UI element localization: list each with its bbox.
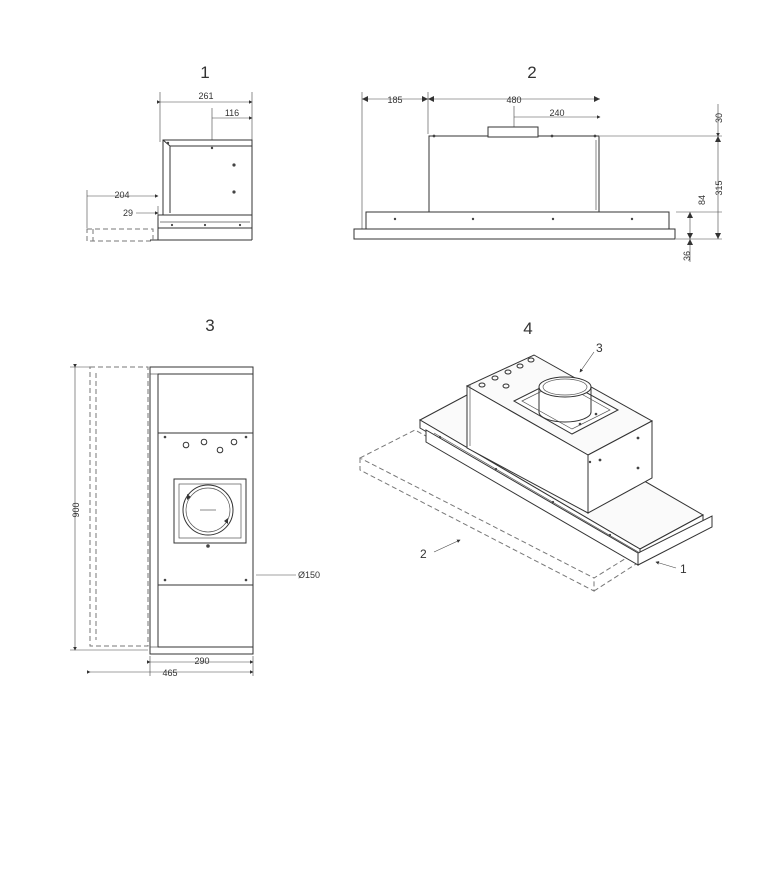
dim-30: 30 bbox=[714, 113, 724, 123]
view-2: 2 185 480 240 bbox=[353, 63, 724, 262]
view-2-title: 2 bbox=[527, 63, 536, 82]
dim-465: 465 bbox=[162, 668, 177, 678]
view-3-duct-circle bbox=[182, 484, 234, 536]
view-2-duct-collar bbox=[487, 126, 539, 138]
view-1: 1 261 116 204 bbox=[86, 63, 253, 242]
callout-2: 2 bbox=[420, 547, 427, 561]
view-1-body bbox=[162, 139, 253, 216]
view-2-frame bbox=[365, 211, 670, 230]
view-3-duct-plate bbox=[173, 478, 247, 544]
dim-84: 84 bbox=[697, 195, 707, 205]
dim-29: 29 bbox=[123, 208, 133, 218]
view-4: 4 bbox=[358, 319, 713, 592]
view-2-motor-box bbox=[428, 135, 600, 213]
view-4-title: 4 bbox=[523, 319, 532, 338]
view-1-frame bbox=[157, 214, 253, 229]
dim-315: 315 bbox=[714, 180, 724, 195]
dim-204: 204 bbox=[114, 190, 129, 200]
view-1-title: 1 bbox=[200, 63, 209, 82]
dim-290: 290 bbox=[194, 656, 209, 666]
view-3-title: 3 bbox=[205, 316, 214, 335]
view-3: 3 900 bbox=[70, 316, 320, 678]
dim-185: 185 bbox=[387, 95, 402, 105]
dim-261: 261 bbox=[198, 91, 213, 101]
view-4-duct-collar bbox=[538, 376, 592, 398]
dim-diameter: Ø150 bbox=[298, 570, 320, 580]
dim-36: 36 bbox=[682, 251, 692, 261]
callout-1: 1 bbox=[680, 562, 687, 576]
view-2-bottom-plate bbox=[353, 228, 676, 240]
dim-900: 900 bbox=[71, 502, 81, 517]
dim-240: 240 bbox=[549, 108, 564, 118]
dim-116: 116 bbox=[225, 108, 239, 118]
dim-480: 480 bbox=[506, 95, 521, 105]
callout-3: 3 bbox=[596, 341, 603, 355]
view-4-motor-side bbox=[587, 420, 653, 514]
